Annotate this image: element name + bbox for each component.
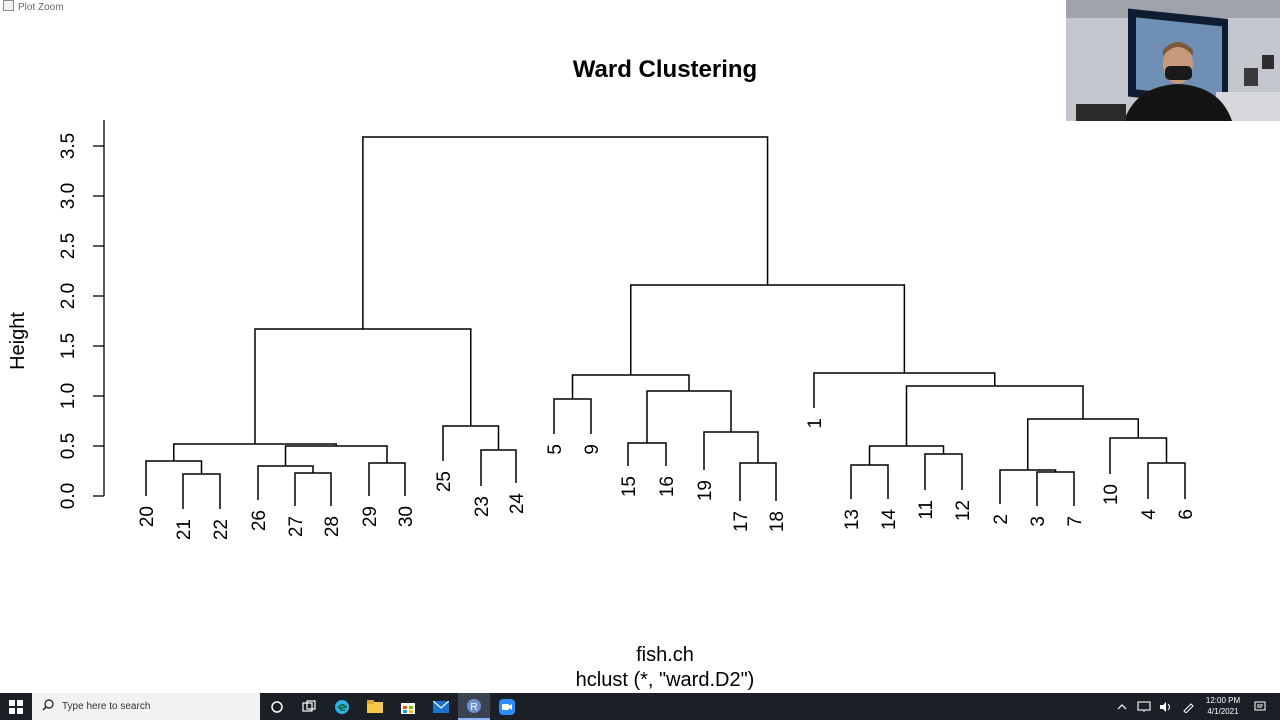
dendrogram-link [254, 328, 472, 444]
zoom-icon[interactable] [491, 693, 523, 720]
dendrogram-link [571, 374, 690, 399]
leaf-label: 30 [396, 506, 417, 527]
y-tick-label: 0.5 [58, 433, 79, 459]
windows-taskbar: Type here to search R 12:00 PM 4/1/2021 [0, 693, 1280, 720]
dendrogram-link [739, 462, 777, 501]
leaf-label: 3 [1028, 516, 1049, 527]
clock-date: 4/1/2021 [1207, 707, 1239, 716]
edge-icon[interactable] [326, 693, 358, 720]
leaf-label: 17 [731, 511, 752, 532]
x-axis-label: fish.ch [636, 644, 694, 666]
webcam-video-overlay [1066, 0, 1280, 121]
dendrogram-links [145, 136, 1186, 509]
leaf-label: 13 [842, 509, 863, 530]
leaf-label: 4 [1139, 509, 1160, 520]
mail-icon[interactable] [425, 693, 457, 720]
taskbar-clock[interactable]: 12:00 PM 4/1/2021 [1198, 695, 1248, 717]
window-title-text: Plot Zoom [18, 2, 64, 13]
dendrogram-link [553, 398, 592, 434]
dendrogram-link [924, 453, 963, 490]
leaf-label: 12 [953, 500, 974, 521]
volume-icon[interactable] [1156, 693, 1176, 720]
leaf-label: 19 [695, 480, 716, 501]
y-tick-label: 2.0 [58, 283, 79, 309]
leaf-label: 22 [211, 519, 232, 540]
dendrogram-link [850, 464, 889, 499]
dendrogram-plot: Ward Clustering Height 0.0 0.5 1.0 1.5 2.0 2.… [7, 56, 1197, 691]
file-explorer-icon[interactable] [359, 693, 391, 720]
y-tick-label: 2.5 [58, 233, 79, 259]
y-tick-label: 3.5 [58, 133, 79, 159]
leaf-label: 24 [507, 493, 528, 515]
dendrogram-link [1036, 471, 1075, 506]
dendrogram-link [1027, 418, 1139, 470]
dendrogram-link [630, 284, 906, 375]
leaf-label: 29 [360, 506, 381, 527]
dendrogram-link [646, 390, 732, 443]
hclust-method-label: hclust (*, "ward.D2") [576, 669, 755, 691]
leaf-label: 10 [1101, 484, 1122, 505]
store-icon[interactable] [392, 693, 424, 720]
leaf-label: 14 [879, 509, 900, 531]
plot-window-icon [3, 0, 14, 11]
r-icon[interactable]: R [458, 693, 490, 720]
svg-text:R: R [470, 702, 477, 713]
leaf-label: 5 [545, 444, 566, 455]
y-tick-label: 1.5 [58, 333, 79, 359]
leaf-label: 15 [619, 476, 640, 497]
dendrogram-link [703, 431, 759, 470]
notifications-icon[interactable] [1250, 693, 1270, 720]
y-axis-ticks: 0.0 0.5 1.0 1.5 2.0 2.5 3.0 3.5 [58, 133, 104, 509]
dendrogram-link [905, 385, 1084, 446]
search-icon [42, 699, 54, 714]
leaf-label: 21 [174, 519, 195, 540]
y-tick-label: 1.0 [58, 383, 79, 409]
dendrogram-link [1147, 462, 1186, 499]
leaf-label: 2 [991, 514, 1012, 525]
dendrogram-link [257, 465, 314, 500]
leaf-label: 9 [582, 444, 603, 455]
leaf-label: 27 [286, 516, 307, 537]
leaf-label: 25 [434, 471, 455, 492]
windows-start-icon[interactable] [0, 693, 32, 720]
dendrogram-link [868, 445, 945, 465]
leaf-label: 11 [916, 500, 937, 520]
pen-icon[interactable] [1178, 693, 1198, 720]
chevron-up-icon[interactable] [1114, 693, 1130, 720]
network-icon[interactable] [1134, 693, 1154, 720]
dendrogram-link [813, 372, 996, 408]
leaf-label: 28 [322, 516, 343, 537]
taskbar-search-box[interactable]: Type here to search [32, 693, 260, 720]
leaf-label: 26 [249, 510, 270, 531]
dendrogram-link [145, 460, 203, 496]
leaf-label: 20 [137, 506, 158, 527]
cortana-icon[interactable] [261, 693, 293, 720]
dendrogram-link [294, 472, 332, 506]
y-axis-label: Height [7, 312, 29, 370]
dendrogram-link [627, 442, 667, 466]
leaf-label: 23 [472, 496, 493, 517]
task-view-icon[interactable] [293, 693, 325, 720]
leaf-label: 16 [657, 476, 678, 497]
dendrogram-link [480, 449, 517, 486]
leaf-label: 6 [1176, 509, 1197, 520]
dendrogram-link [999, 469, 1057, 504]
y-tick-label: 3.0 [58, 183, 79, 209]
leaf-label: 1 [805, 418, 826, 429]
dendrogram-link [442, 425, 500, 461]
dendrogram-link [362, 136, 769, 329]
webcam-scene [1066, 0, 1280, 121]
dendrogram-link [182, 473, 221, 509]
leaf-label: 7 [1065, 516, 1086, 527]
clock-time: 12:00 PM [1205, 696, 1241, 705]
chart-title: Ward Clustering [573, 56, 757, 83]
leaf-label: 18 [767, 511, 788, 532]
search-placeholder: Type here to search [62, 701, 151, 712]
dendrogram-link [1109, 437, 1168, 474]
dendrogram-link [368, 462, 406, 496]
plot-zoom-title-bar: Plot Zoom [0, 0, 400, 16]
y-tick-label: 0.0 [58, 483, 79, 509]
